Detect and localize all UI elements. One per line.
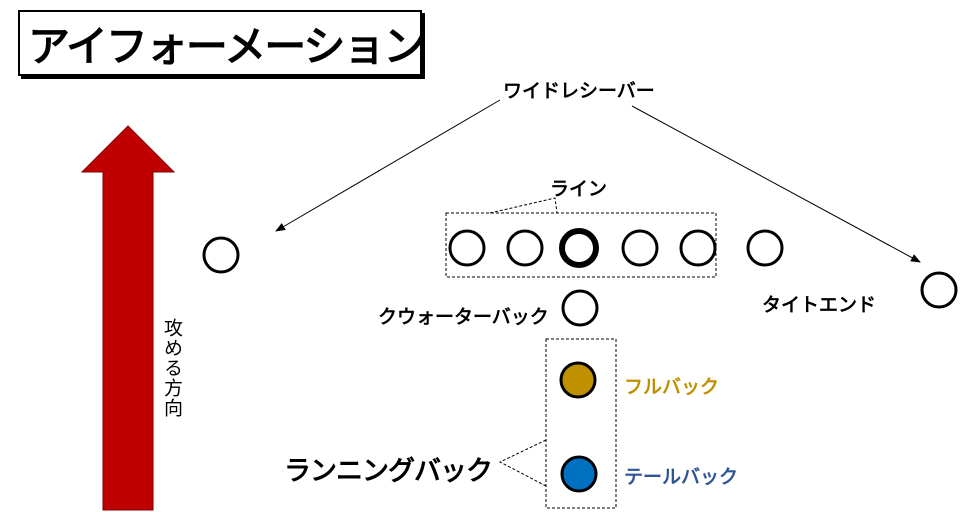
quarterback-player (561, 289, 599, 327)
wide-receiver-leader-left (275, 99, 501, 232)
lineman-player (679, 229, 717, 267)
tailback-label: テールバック (624, 466, 739, 488)
tailback-player (560, 455, 598, 493)
wide-receiver-leader-right (631, 105, 921, 263)
wide-receiver-label: ワイドレシーバー (503, 80, 655, 102)
line-label: ライン (550, 178, 608, 200)
running-back-group-box (545, 338, 617, 509)
running-back-callout (498, 439, 547, 487)
attack-direction-label: 攻める方向 (161, 318, 183, 418)
wide-receiver-player (202, 236, 240, 274)
running-back-label: ランニングバック (284, 456, 493, 487)
lineman-player (448, 229, 486, 267)
lineman-player (621, 229, 659, 267)
formation-title-box: アイフォーメーション (18, 10, 425, 76)
fullback-label: フルバック (624, 376, 720, 398)
attack-direction-arrow (80, 125, 176, 511)
formation-title: アイフォーメーション (28, 21, 425, 71)
tight-end-line-player (746, 229, 784, 267)
center-player (559, 228, 599, 268)
lineman-player (506, 229, 544, 267)
fullback-player (559, 361, 597, 399)
tight-end-label: タイトエンド (762, 294, 877, 316)
quarterback-label: クウォーターバック (378, 306, 549, 328)
split-end-player (920, 271, 958, 309)
line-callout (489, 197, 558, 214)
